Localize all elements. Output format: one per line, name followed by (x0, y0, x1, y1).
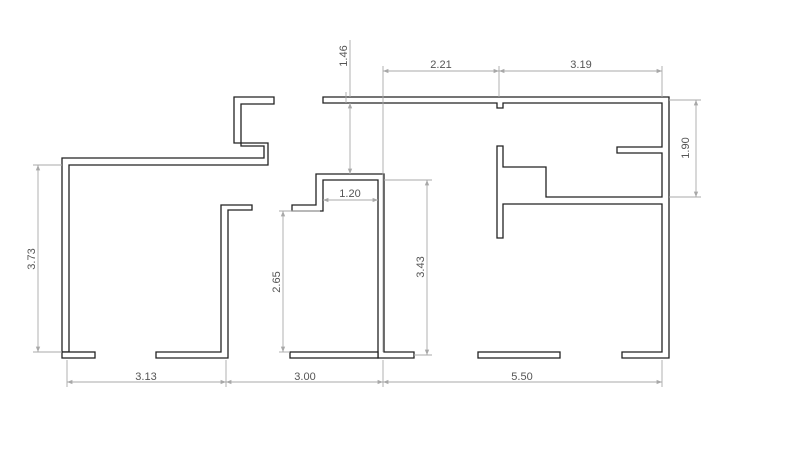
dim-label-bottom-mid: 3.00 (294, 371, 315, 383)
wall-left-room-top (61, 96, 275, 353)
wall-right-room-bottom (477, 351, 561, 359)
dimension-lines (33, 40, 701, 387)
dim-label-left-height: 3.73 (26, 248, 38, 269)
dim-label-top-left: 2.21 (430, 59, 451, 71)
wall-left-room-inner (155, 204, 253, 359)
dimension-labels: 3.13 3.00 5.50 3.73 2.65 1.46 1.20 3.43 … (26, 45, 692, 383)
wall-right-room-top (322, 96, 670, 359)
wall-left-room-bottom-a (61, 351, 96, 359)
wall-middle-room-bottom (289, 351, 379, 359)
wall-middle-room (291, 173, 415, 359)
dim-label-mid-step: 1.46 (338, 45, 350, 66)
dim-label-mid-height: 2.65 (271, 271, 283, 292)
dim-label-mid-right-height: 3.43 (415, 256, 427, 277)
dim-label-mid-inner: 1.20 (339, 188, 360, 200)
dim-label-bottom-right: 5.50 (511, 371, 532, 383)
dim-label-right-height: 1.90 (680, 137, 692, 158)
dim-label-bottom-left: 3.13 (135, 371, 156, 383)
dim-label-top-right: 3.19 (570, 59, 591, 71)
walls (61, 96, 670, 359)
